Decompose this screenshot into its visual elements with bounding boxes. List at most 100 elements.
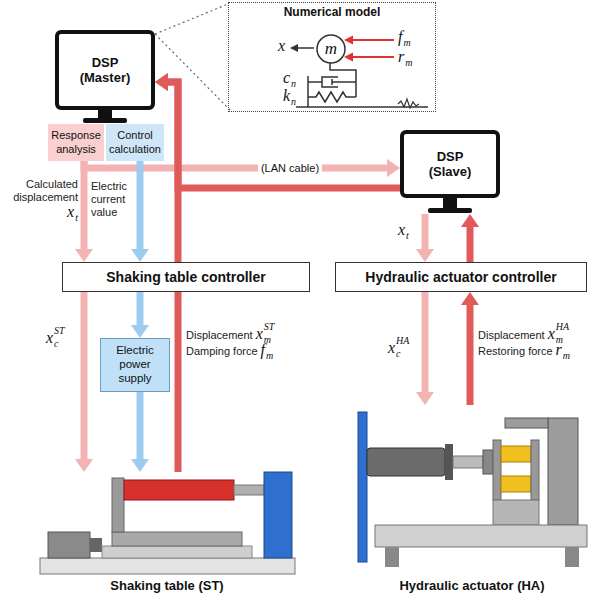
annotation: DisplacementxHAmRestoring forcerm [478, 322, 570, 358]
displacement-arrow [297, 47, 314, 49]
script-stack: n [291, 76, 296, 86]
subscript: m [266, 351, 273, 361]
flow-arrow [81, 161, 88, 250]
annotation: xSTc [46, 326, 65, 346]
shaking-table: Shaking table (ST) [38, 472, 296, 596]
reaction-wall [358, 412, 367, 562]
subscript: n [291, 97, 296, 107]
arrow-head [131, 325, 149, 338]
dsp-monitor: DSP (Master) [55, 30, 155, 124]
superscript: HA [556, 322, 569, 332]
force-arrow [352, 56, 394, 58]
controller-box: Hydraulic actuator controller [335, 262, 587, 292]
callout-title: Numerical model [229, 5, 435, 19]
script-stack: t [75, 210, 78, 220]
arrow-head [155, 73, 168, 91]
flow-arrow [137, 292, 144, 326]
leg [385, 547, 399, 567]
annotation: xt [398, 222, 409, 238]
box-label: Shaking table controller [106, 269, 265, 286]
monitor-label: DSP (Master) [72, 55, 138, 85]
figure-caption: Hydraulic actuator (HA) [355, 578, 589, 594]
flow-arrow [137, 161, 144, 250]
table [112, 532, 242, 546]
monitor-screen [402, 132, 498, 196]
math-variable: f [261, 342, 265, 358]
leader-line [155, 4, 232, 112]
box-label: Response analysis [50, 129, 102, 155]
flow-arrow [467, 304, 474, 405]
math-symbol: cn [283, 70, 296, 86]
actuator-body [367, 448, 445, 476]
pedestal [493, 500, 539, 525]
math-variable: f [398, 29, 402, 45]
process-box: Response analysis [48, 124, 104, 161]
arrow-head [416, 249, 434, 262]
box-label: Electric power supply [103, 344, 167, 385]
connector [131, 292, 149, 338]
annotation-row: Electric current value [91, 180, 134, 219]
math-variable: x [256, 326, 263, 342]
process-box: Control calculation [106, 124, 164, 161]
script-stack: HAc [396, 336, 409, 356]
support-rail [307, 76, 309, 107]
figure-caption: Shaking table (ST) [38, 578, 296, 594]
connector [155, 73, 400, 188]
base-plate [40, 558, 295, 574]
connector [461, 292, 479, 405]
math-variable: x [46, 330, 53, 346]
annotation: kn [283, 88, 296, 104]
monitor-base [83, 118, 127, 123]
arrow-head [387, 159, 400, 177]
connector [461, 214, 479, 262]
arrow-head [131, 249, 149, 262]
piston-rod [453, 456, 483, 468]
subscript: n [291, 79, 296, 89]
connector [416, 292, 434, 405]
ground-line [296, 106, 428, 108]
annotation-text: Damping force [186, 345, 258, 358]
subscript: m [264, 335, 275, 345]
power-supply-box: Electric power supply [100, 338, 170, 392]
arrow-head [75, 459, 93, 472]
annotation-row: xSTc [46, 326, 65, 346]
annotation-row: Calculated displacement [4, 178, 78, 204]
annotation: DisplacementxSTmDamping forcefm [186, 322, 274, 358]
rubber-bearing [501, 476, 531, 492]
math-symbol: xHAm [548, 322, 569, 342]
script-stack: n [291, 94, 296, 104]
plate [531, 440, 539, 500]
math-symbol: xt [398, 222, 409, 238]
hydraulic-actuator: Hydraulic actuator (HA) [355, 405, 589, 596]
monitor-screen [57, 32, 153, 108]
connector [75, 292, 93, 472]
bracket [112, 478, 124, 532]
dsp-monitor: DSP (Slave) [400, 130, 500, 214]
base-platform [375, 525, 587, 547]
subscript: m [563, 351, 570, 361]
annotation-row: Damping forcefm [186, 342, 273, 358]
arrow-head [461, 292, 479, 305]
annotation-text: Electric current value [91, 180, 134, 219]
monitor-stand [443, 198, 457, 208]
flow-arrow [422, 292, 429, 393]
annotation-row: xt [67, 204, 78, 220]
annotation-row: rm [398, 49, 412, 65]
arrow-head [290, 44, 298, 52]
math-symbol: kn [283, 88, 296, 104]
annotation: xHAc [388, 336, 409, 356]
annotation: fm [398, 29, 411, 45]
damper-rod [332, 81, 356, 83]
connector [131, 161, 149, 262]
box-label: Control calculation [108, 129, 162, 155]
annotation: Calculated displacementxt [4, 178, 78, 220]
subscript: c [396, 349, 409, 359]
math-variable: x [548, 326, 555, 342]
arrow-head [75, 249, 93, 262]
subscript: m [403, 38, 410, 48]
hydraulic-actuator-illustration [358, 412, 587, 567]
connector [416, 214, 434, 262]
box-label: Hydraulic actuator controller [365, 269, 556, 286]
frame-beam [505, 418, 548, 428]
